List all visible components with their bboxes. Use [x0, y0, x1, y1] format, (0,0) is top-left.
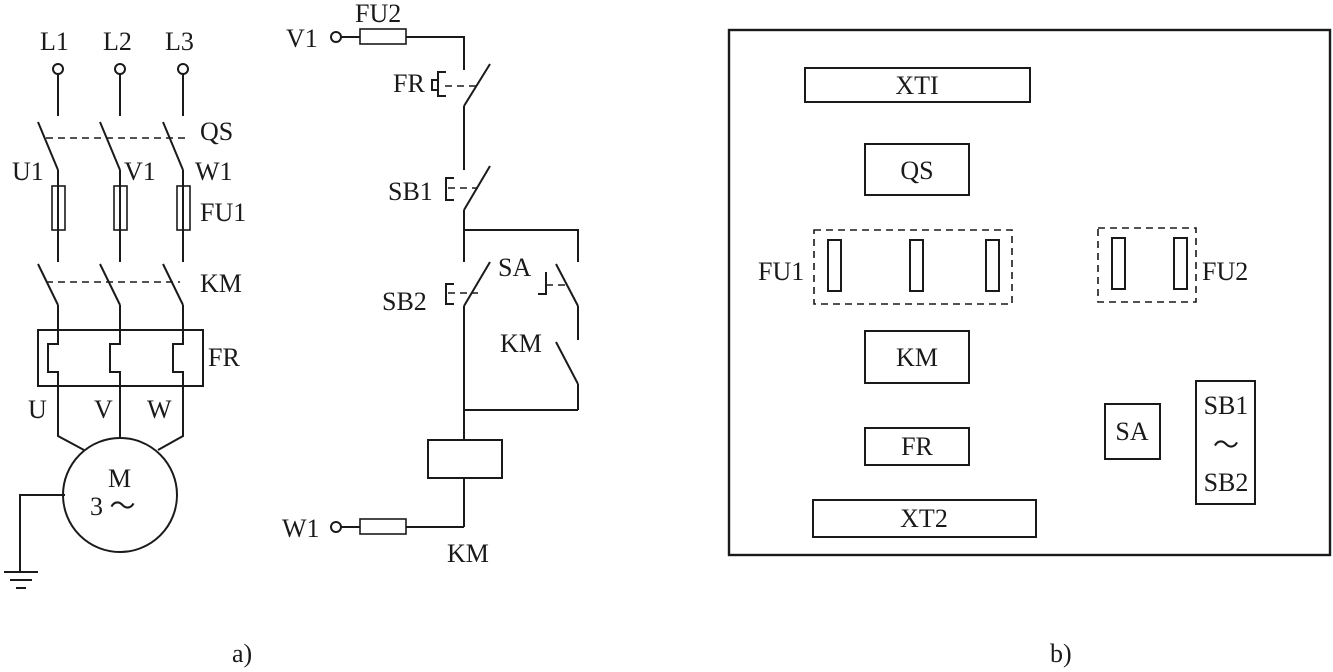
label-fu1: FU1	[200, 198, 246, 227]
caption-b: b)	[1050, 639, 1072, 668]
overload-fr-symbol	[37, 329, 204, 420]
terminal-w1	[330, 521, 342, 533]
label-w1-control: W1	[282, 514, 320, 543]
label-l2: L2	[103, 27, 132, 56]
terminal-v1	[330, 31, 342, 43]
label-sb1-panel: SB1	[1204, 391, 1249, 420]
holding-contact-km-symbol	[555, 341, 579, 410]
sa-block	[1104, 403, 1161, 460]
label-fr-control: FR	[393, 69, 425, 98]
label-fr-panel: FR	[901, 432, 933, 461]
power-circuit: L1 L2 L3 QS U1 V1 W1	[4, 27, 246, 589]
panel-outline	[727, 28, 1332, 557]
label-fu1-panel: FU1	[758, 257, 804, 286]
label-v1: V1	[124, 157, 156, 186]
label-sb2-control: SB2	[382, 287, 427, 316]
label-xt1: XTI	[895, 71, 938, 100]
contactor-km-main-contacts	[37, 263, 184, 306]
fuse-fu2-bottom-symbol	[359, 518, 407, 535]
overload-fr-contact	[431, 62, 491, 170]
label-km-coil: KM	[447, 539, 489, 568]
label-km-main: KM	[200, 269, 242, 298]
fr-block	[864, 427, 970, 466]
label-u: U	[28, 395, 47, 424]
terminal-l3	[177, 63, 189, 75]
terminal-l1	[52, 63, 64, 75]
xt1-block	[804, 67, 1031, 103]
stop-button-sb1-symbol	[445, 165, 491, 262]
qs-block	[864, 143, 970, 196]
label-sb1-control: SB1	[388, 177, 433, 206]
label-fu2-panel: FU2	[1202, 257, 1248, 286]
label-sb2-panel: SB2	[1204, 468, 1249, 497]
km-block	[864, 330, 970, 384]
fuse-fu2-symbol	[359, 28, 407, 45]
label-fr-power: FR	[208, 343, 240, 372]
label-xt2: XT2	[900, 504, 948, 533]
label-motor-phase: 3 ～	[90, 492, 136, 521]
label-fu2-control: FU2	[355, 0, 401, 28]
fu2-group	[1097, 227, 1197, 303]
label-sa-panel: SA	[1115, 417, 1148, 446]
sb-block	[1195, 380, 1256, 505]
ground-icon	[4, 494, 65, 589]
caption-a: a)	[232, 639, 252, 668]
start-button-sb2-symbol	[445, 261, 491, 440]
switch-qs-symbol	[37, 121, 190, 171]
coil-km-symbol	[427, 439, 503, 479]
label-u1: U1	[12, 157, 44, 186]
label-km-holding: KM	[500, 329, 542, 358]
label-km-panel: KM	[896, 343, 938, 372]
selector-sa-symbol	[538, 263, 579, 340]
label-v: V	[94, 395, 113, 424]
fuse-fu1-symbols	[51, 185, 191, 231]
label-l3: L3	[165, 27, 194, 56]
fu1-group	[813, 229, 1013, 305]
terminal-l2	[114, 63, 126, 75]
label-w1: W1	[195, 157, 233, 186]
label-w: W	[147, 395, 172, 424]
control-circuit: V1 FU2 FR SB1	[282, 0, 579, 568]
xt2-block	[812, 499, 1037, 538]
label-motor-m: M	[108, 464, 131, 493]
label-v1-control: V1	[286, 24, 318, 53]
label-sb-tilde: ～	[1213, 431, 1239, 460]
label-sa-control: SA	[498, 253, 531, 282]
panel-layout: XTI QS FU1 FU2 KM FR SA SB1 ～ SB2 XT2	[727, 28, 1332, 557]
label-qs: QS	[200, 117, 233, 146]
label-qs-panel: QS	[900, 156, 933, 185]
label-l1: L1	[40, 27, 69, 56]
